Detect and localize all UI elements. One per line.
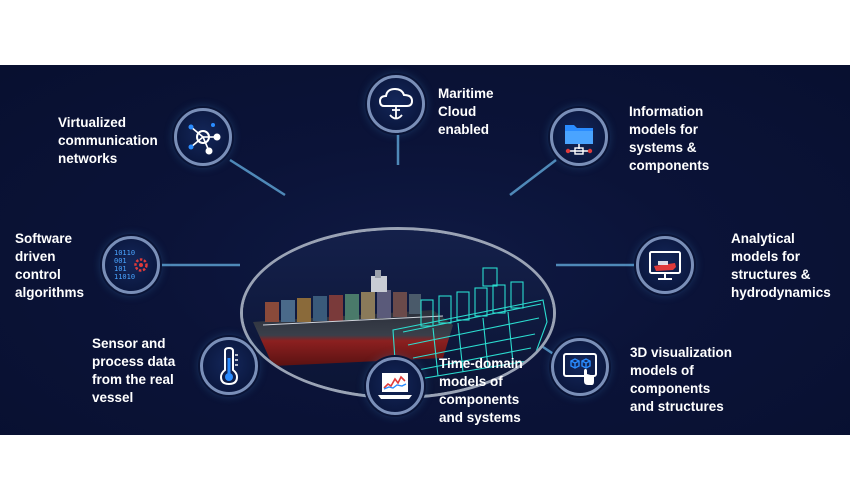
time-domain-label: Time-domain models of components and sys… bbox=[439, 356, 523, 425]
thermometer-icon bbox=[219, 346, 239, 386]
real-ship bbox=[253, 270, 453, 366]
gear-icon bbox=[134, 258, 148, 272]
information-models-node bbox=[550, 108, 608, 166]
folder-network-icon bbox=[565, 125, 593, 155]
analytical-models-label: Analytical models for structures & hydro… bbox=[731, 231, 831, 300]
connector-information bbox=[509, 159, 557, 196]
visualization-3d-label: 3D visualization models of components an… bbox=[630, 345, 733, 414]
diagram-panel: Maritime Cloud enabled Virtualized commu… bbox=[0, 65, 850, 435]
binary-gear-icon: 10110 001 101 11010 bbox=[114, 249, 148, 281]
binary-line-1: 10110 bbox=[114, 249, 135, 257]
digital-twin-wireframe bbox=[392, 267, 548, 383]
visualization-3d-node bbox=[551, 338, 609, 396]
connector-virtualized bbox=[229, 158, 286, 197]
virtualized-networks-label: Virtualized communication networks bbox=[58, 115, 158, 166]
binary-line-3: 101 bbox=[114, 265, 127, 273]
monitor-ship-icon bbox=[649, 251, 681, 280]
information-models-label: Information models for systems & compone… bbox=[629, 104, 710, 173]
maritime-cloud-label: Maritime Cloud enabled bbox=[438, 86, 494, 137]
network-nodes-icon bbox=[188, 123, 221, 155]
sensor-data-node bbox=[200, 337, 258, 395]
cloud-anchor-icon bbox=[378, 87, 414, 120]
binary-line-2: 001 bbox=[114, 257, 127, 265]
maritime-cloud-node bbox=[367, 75, 425, 133]
container-ship-digital-twin-image bbox=[243, 230, 553, 396]
virtualized-networks-node bbox=[174, 108, 232, 166]
laptop-chart-icon bbox=[378, 373, 412, 399]
analytical-models-node bbox=[636, 236, 694, 294]
sensor-data-label: Sensor and process data from the real ve… bbox=[92, 336, 176, 405]
software-control-label: Software driven control algorithms bbox=[15, 231, 85, 300]
binary-line-4: 11010 bbox=[114, 273, 135, 281]
software-control-node: 10110 001 101 11010 bbox=[102, 236, 160, 294]
tablet-3d-touch-icon bbox=[563, 353, 597, 385]
time-domain-node bbox=[366, 357, 424, 415]
